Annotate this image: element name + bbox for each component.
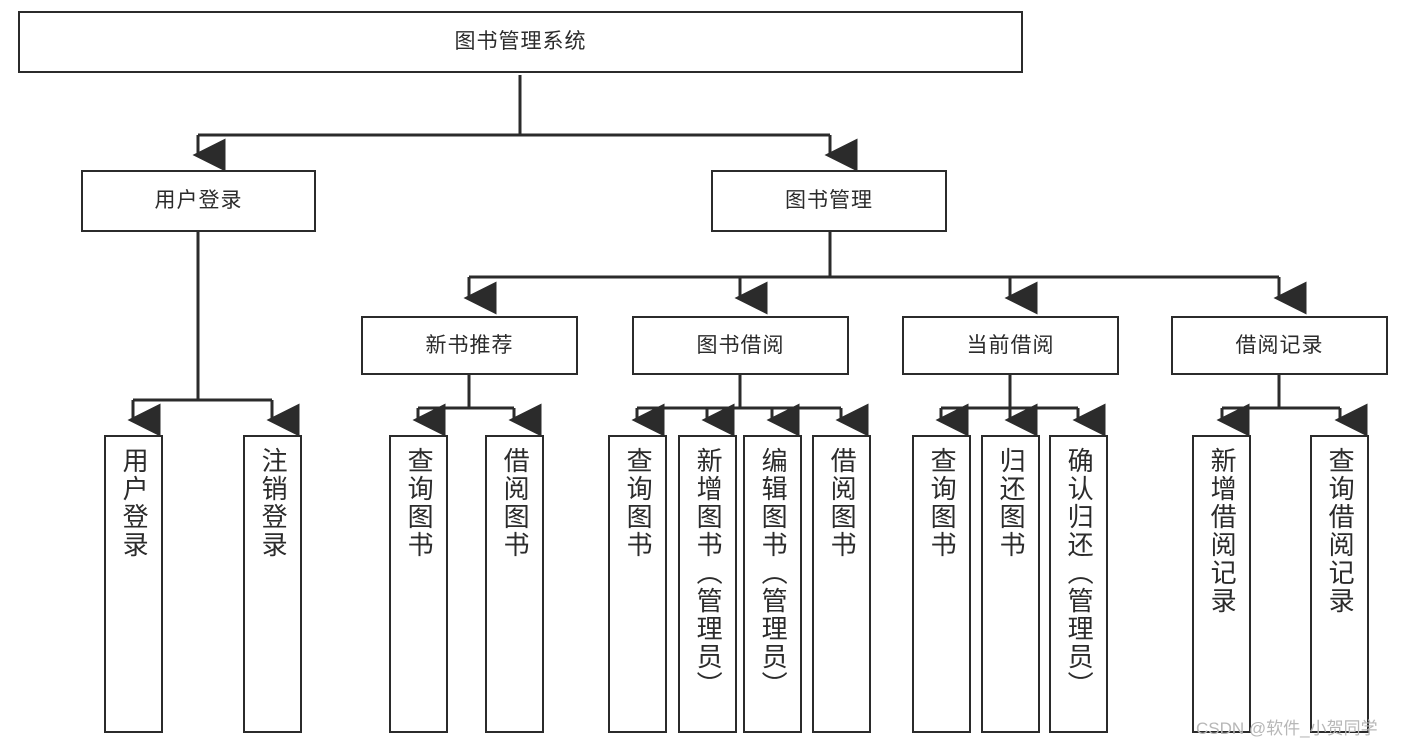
- node-label: 用户登录: [154, 189, 243, 213]
- leaf-label: 借阅图书: [500, 447, 531, 559]
- leaf-label: 查询借阅记录: [1325, 447, 1356, 615]
- leaf-book-borrow-add-book-admin[interactable]: 新增图书（管理员）: [678, 435, 737, 733]
- leaf-label: 用户登录: [119, 447, 150, 559]
- leaf-new-book-query-book[interactable]: 查询图书: [389, 435, 448, 733]
- leaf-book-borrow-edit-book-admin[interactable]: 编辑图书（管理员）: [743, 435, 802, 733]
- node-label: 图书管理: [785, 189, 873, 213]
- node-new-book-recommend[interactable]: 新书推荐: [361, 316, 578, 375]
- leaf-label: 注销登录: [258, 447, 289, 559]
- leaf-book-borrow-borrow-book[interactable]: 借阅图书: [812, 435, 871, 733]
- leaf-book-borrow-query-book[interactable]: 查询图书: [608, 435, 667, 733]
- node-label: 新书推荐: [425, 333, 514, 357]
- node-user-login[interactable]: 用户登录: [81, 170, 316, 232]
- leaf-label: 查询图书: [927, 447, 958, 559]
- node-borrow-records[interactable]: 借阅记录: [1171, 316, 1388, 375]
- leaf-label: 归还图书: [996, 447, 1027, 559]
- leaf-borrow-records-add-record[interactable]: 新增借阅记录: [1192, 435, 1251, 733]
- leaf-label: 借阅图书: [827, 447, 858, 559]
- leaf-label: 查询图书: [404, 447, 435, 559]
- node-label: 借阅记录: [1235, 333, 1324, 357]
- node-label: 图书借阅: [696, 333, 785, 357]
- leaf-current-borrow-query-book[interactable]: 查询图书: [912, 435, 971, 733]
- node-book-management[interactable]: 图书管理: [711, 170, 947, 232]
- leaf-label: 确认归还（管理员）: [1064, 447, 1095, 699]
- leaf-label: 编辑图书（管理员）: [758, 447, 789, 699]
- node-label: 图书管理系统: [454, 30, 587, 54]
- leaf-borrow-records-query-record[interactable]: 查询借阅记录: [1310, 435, 1369, 733]
- leaf-current-borrow-confirm-return-admin[interactable]: 确认归还（管理员）: [1049, 435, 1108, 733]
- node-book-borrow[interactable]: 图书借阅: [632, 316, 849, 375]
- leaf-label: 新增图书（管理员）: [693, 447, 724, 699]
- node-label: 当前借阅: [966, 333, 1055, 357]
- leaf-user-login-login[interactable]: 用户登录: [104, 435, 163, 733]
- node-current-borrow[interactable]: 当前借阅: [902, 316, 1119, 375]
- leaf-new-book-borrow-book[interactable]: 借阅图书: [485, 435, 544, 733]
- leaf-current-borrow-return-book[interactable]: 归还图书: [981, 435, 1040, 733]
- leaf-label: 查询图书: [623, 447, 654, 559]
- leaf-user-login-logout[interactable]: 注销登录: [243, 435, 302, 733]
- leaf-label: 新增借阅记录: [1207, 447, 1238, 615]
- node-root-book-management-system[interactable]: 图书管理系统: [18, 11, 1023, 73]
